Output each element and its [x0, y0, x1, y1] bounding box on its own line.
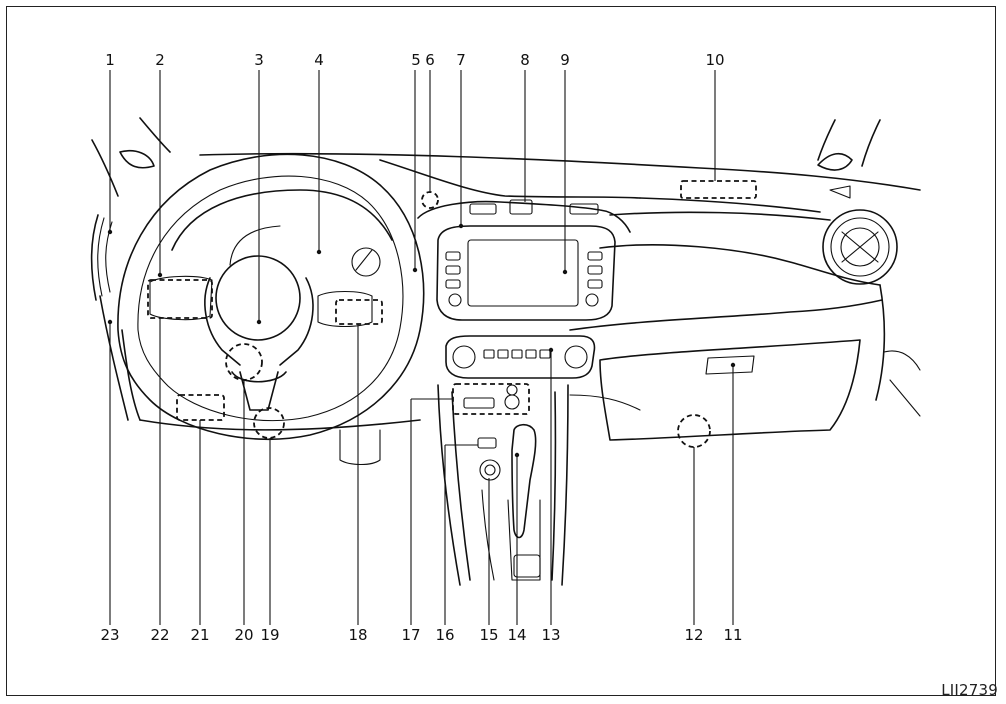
region-12	[677, 414, 711, 448]
callout-6: 6	[425, 51, 435, 69]
callout-numbers-top: 1 2 3 4 5 6 7 8 9 10	[105, 51, 724, 69]
region-20	[225, 343, 263, 381]
callout-19: 19	[260, 626, 279, 644]
figure-frame	[6, 6, 996, 696]
callout-13: 13	[541, 626, 560, 644]
callout-10: 10	[705, 51, 724, 69]
region-19	[253, 407, 285, 439]
figure-code: LII2739	[941, 681, 998, 699]
leader-lines	[107, 70, 736, 625]
callout-3: 3	[254, 51, 264, 69]
region-2-22	[147, 279, 213, 319]
callout-23: 23	[100, 626, 119, 644]
callout-numbers-bottom: 23 22 21 20 19 18 17 16 15 14 13 12 11	[100, 626, 742, 644]
callout-21: 21	[190, 626, 209, 644]
callout-16: 16	[435, 626, 454, 644]
dashboard-outline	[90, 117, 921, 586]
callout-14: 14	[507, 626, 526, 644]
callout-5: 5	[411, 51, 421, 69]
callout-17: 17	[401, 626, 420, 644]
callout-1: 1	[105, 51, 115, 69]
dashed-regions	[147, 180, 757, 448]
callout-11: 11	[723, 626, 742, 644]
callout-12: 12	[684, 626, 703, 644]
callout-7: 7	[456, 51, 466, 69]
callout-20: 20	[234, 626, 253, 644]
region-10	[680, 180, 757, 199]
region-6	[421, 191, 439, 209]
callout-18: 18	[348, 626, 367, 644]
region-21	[176, 394, 225, 421]
callout-15: 15	[479, 626, 498, 644]
callout-8: 8	[520, 51, 530, 69]
callout-9: 9	[560, 51, 570, 69]
callout-22: 22	[150, 626, 169, 644]
region-18	[335, 299, 383, 325]
callout-2: 2	[155, 51, 165, 69]
callout-4: 4	[314, 51, 324, 69]
